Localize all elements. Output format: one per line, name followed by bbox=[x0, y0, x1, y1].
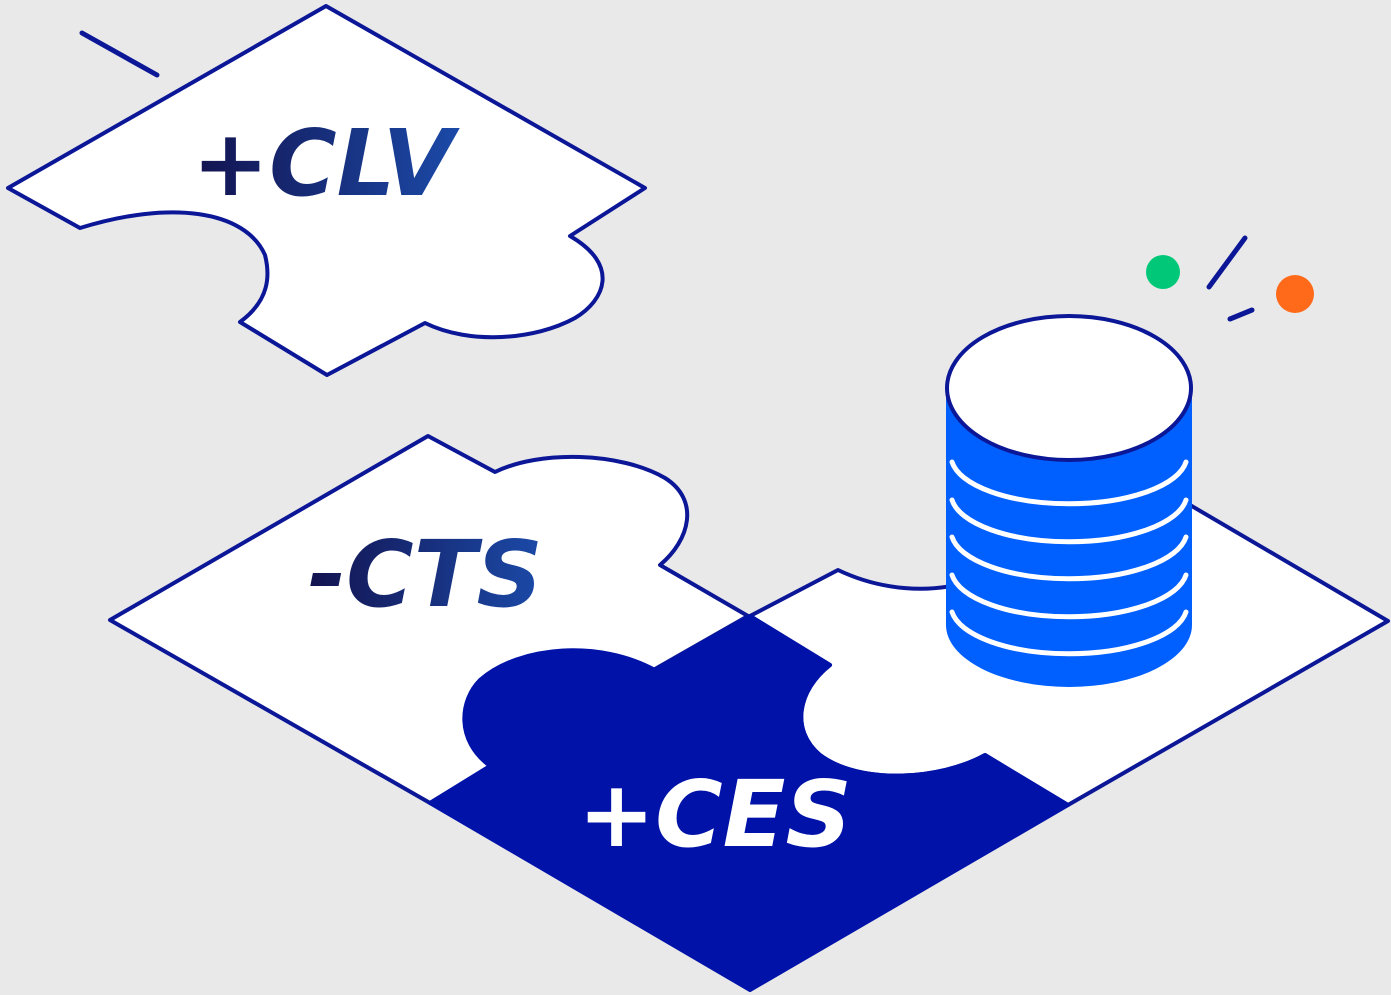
puzzle-base: -CTS +CES bbox=[108, 434, 1390, 992]
decorative-line bbox=[79, 30, 160, 78]
label-clv: +CLV bbox=[192, 110, 461, 217]
puzzle-piece-ces bbox=[428, 614, 1070, 992]
spark-line bbox=[1206, 235, 1248, 290]
puzzle-piece-clv: +CLV bbox=[6, 4, 647, 377]
green-dot-icon bbox=[1146, 255, 1180, 289]
spark-line-short bbox=[1227, 307, 1255, 322]
orange-dot-icon bbox=[1276, 275, 1314, 313]
puzzle-piece-cts bbox=[108, 434, 750, 805]
label-ces: +CES bbox=[578, 761, 852, 868]
database-icon bbox=[945, 314, 1193, 687]
label-cts: -CTS bbox=[308, 521, 543, 628]
